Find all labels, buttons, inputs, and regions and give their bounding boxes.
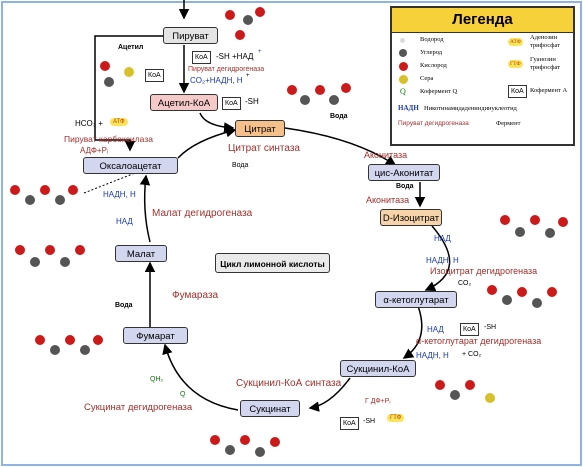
- legend-title: Легенда: [392, 8, 573, 33]
- node-pyruvate: Пируват: [163, 27, 218, 44]
- node-fumarate: Фумарат: [123, 327, 188, 344]
- legend-nadh-desc: Никотинамидадениндинуклеотид: [424, 105, 517, 112]
- enzyme-aconitase-1: Аконитаза: [364, 150, 408, 160]
- hydrogen-icon: [400, 38, 405, 43]
- carbon-icon: [399, 49, 407, 57]
- atp-icon: АТФ: [508, 38, 524, 46]
- cof-gdf: Г ДФ+Pᵢ: [365, 398, 391, 405]
- legend-coa-box: КоА: [508, 85, 527, 98]
- legend-atp: Аденозин трифосфат: [530, 34, 561, 49]
- gtp-badge: ГТФ: [387, 414, 405, 422]
- q-symbol-icon: Q: [400, 87, 406, 96]
- koa-box-acetyl-coa: КоА: [222, 97, 241, 110]
- oxygen-icon: [399, 62, 408, 71]
- cof-nad-akg: НАД: [427, 325, 444, 334]
- atp-badge-carboxylase: АТФ: [110, 118, 128, 126]
- cof-co2-nadh: CO₂+НАДН, H: [190, 76, 243, 85]
- node-citrate: Цитрат: [235, 120, 285, 137]
- cof-nadh-plus-sup: +: [246, 73, 250, 79]
- cof-sh-succinyl: -SH: [363, 418, 376, 425]
- enzyme-aconitase-2: Аконитаза: [366, 195, 410, 205]
- legend-oxygen: Кислород: [420, 62, 447, 69]
- label-acetyl: Ацетил: [118, 44, 144, 51]
- cof-koa-sh-nad: -SH +НАД: [216, 52, 254, 61]
- label-water-aconitate: Вода: [330, 113, 348, 120]
- node-succinyl-coa: Сукцинил-КоА: [340, 360, 416, 377]
- legend-nadh-label: НАДН: [398, 104, 419, 112]
- gtp-icon: ГТФ: [508, 60, 523, 68]
- cof-nad-iso: НАД: [434, 234, 451, 243]
- node-oxaloacetate: Оксалоацетат: [83, 157, 178, 174]
- label-water-isocitrate: Вода: [396, 183, 414, 190]
- enzyme-succinyl-synthase: Сукцинил-КоА синтаза: [236, 378, 342, 389]
- cof-nadh-malate: НАДН, H: [103, 190, 136, 199]
- node-malate: Малат: [115, 245, 167, 262]
- koa-box-akg: КоА: [460, 323, 479, 336]
- label-water-fumarate: Вода: [115, 302, 133, 309]
- node-cis-aconitate: цис-Аконитат: [368, 164, 440, 181]
- cof-co2-akg: + CO₂: [462, 351, 482, 358]
- legend-carbon: Углерод: [420, 49, 443, 56]
- legend-coenzyme-q: Кофермент Q: [420, 88, 458, 95]
- cof-sh-akg: -SH: [484, 324, 497, 331]
- sulfur-icon: [399, 75, 408, 84]
- legend-enzyme-desc: Фермент: [496, 120, 521, 127]
- node-d-isocitrate: D-Изоцитрат: [380, 209, 442, 226]
- cof-q: Q: [180, 391, 186, 398]
- cof-sh-acetyl: -SH: [245, 97, 259, 106]
- cof-qh2: QH₂: [150, 376, 164, 383]
- cycle-center-label: Цикл лимонной кислоты: [215, 253, 330, 273]
- cof-nadh-akg: НАДН, H: [416, 351, 449, 360]
- cof-nadh-iso: НАДН, H: [426, 256, 459, 265]
- cof-co2-iso: CO₂: [458, 280, 472, 287]
- enzyme-malate-dh: Малат дегидрогеназа: [152, 208, 253, 219]
- legend-hydrogen: Водород: [420, 36, 444, 43]
- enzyme-isocitrate-dh: Изоцитрат дегидрогеназа: [430, 266, 538, 276]
- legend-gtp: Гуанозин трифосфат: [530, 56, 561, 71]
- koa-box-pdh: КоА: [192, 51, 211, 64]
- enzyme-akg-dh: α-кетоглутарат дегидрогеназа: [416, 336, 542, 346]
- koa-box-acetyl-molecule: КоА: [145, 69, 164, 82]
- legend-panel: Легенда Водород Углерод Кислород Сера Q …: [390, 6, 575, 146]
- enzyme-pyruvate-carboxylase: Пируват карбоксилаза: [64, 134, 153, 144]
- label-water-citrate: Вода: [232, 162, 249, 169]
- enzyme-pdh: Пируват дегидрогеназа: [188, 66, 265, 73]
- enzyme-citrate-synthase: Цитрат синтаза: [228, 143, 300, 154]
- cof-hco3: HCO₃ +: [75, 119, 103, 128]
- legend-enzyme-example: Пируват дегидрогеназа: [398, 120, 469, 127]
- cof-adf: АДФ+Pᵢ: [80, 146, 109, 155]
- enzyme-fumarase: Фумараза: [172, 290, 219, 301]
- node-acetyl-coa: Ацетил-КоА: [150, 94, 218, 111]
- koa-box-succinyl: КоА: [340, 417, 359, 430]
- enzyme-succinate-dh: Сукцинат дегидрогеназа: [84, 402, 193, 413]
- cof-nad-malate: НАД: [116, 217, 133, 226]
- node-succinate: Сукцинат: [240, 400, 300, 417]
- legend-coenzyme-a: Кофермент А: [530, 87, 568, 94]
- cof-nad-plus-sup: +: [258, 49, 262, 55]
- legend-sulfur: Сера: [420, 75, 434, 82]
- node-alpha-ketoglutarate: α-кетоглутарат: [375, 291, 457, 308]
